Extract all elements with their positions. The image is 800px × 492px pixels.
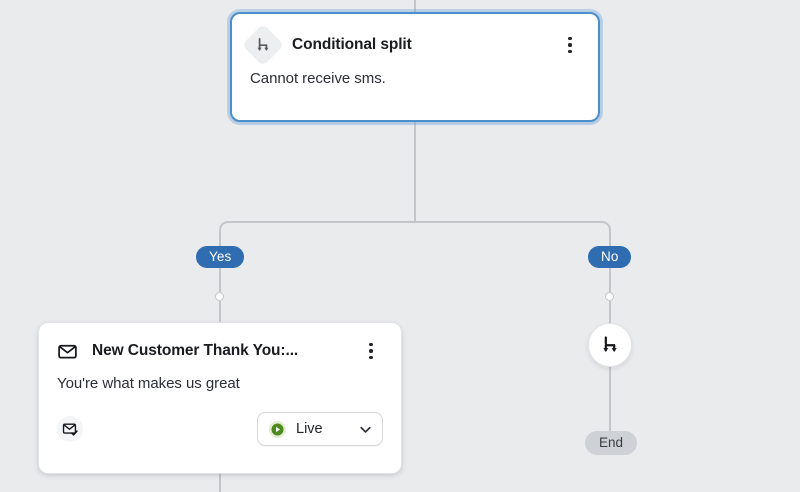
conditional-split-icon (241, 23, 285, 67)
email-node-menu-icon[interactable] (361, 341, 381, 361)
add-step-dot-yes[interactable] (215, 292, 224, 301)
connector-branch-yes (219, 221, 416, 247)
email-node-description: You're what makes us great (57, 375, 240, 392)
split-node-menu-icon[interactable] (560, 35, 580, 55)
branch-label-no[interactable]: No (588, 246, 632, 268)
email-node[interactable]: New Customer Thank You:... You're what m… (38, 322, 402, 474)
email-status-label: Live (296, 421, 323, 437)
envelope-check-icon[interactable] (57, 416, 83, 442)
add-step-dot-no[interactable] (605, 292, 614, 301)
conditional-split-icon (599, 334, 621, 356)
connector-branch-no (414, 221, 611, 247)
split-node-title: Conditional split (292, 36, 412, 53)
email-node-footer: Live (39, 412, 401, 446)
email-node-header: New Customer Thank You:... (39, 323, 401, 379)
chevron-down-icon (358, 422, 373, 437)
split-node-header: Conditional split (232, 14, 598, 76)
envelope-icon (57, 341, 78, 362)
branch-label-yes[interactable]: Yes (196, 246, 245, 268)
email-node-title: New Customer Thank You:... (92, 342, 299, 359)
email-status-dropdown[interactable]: Live (257, 412, 383, 446)
conditional-split-node[interactable]: Conditional split Cannot receive sms. (230, 12, 600, 122)
conditional-split-round-node[interactable] (588, 323, 632, 367)
split-node-description: Cannot receive sms. (250, 70, 386, 87)
play-circle-icon (268, 420, 287, 439)
end-node-badge: End (585, 431, 638, 455)
